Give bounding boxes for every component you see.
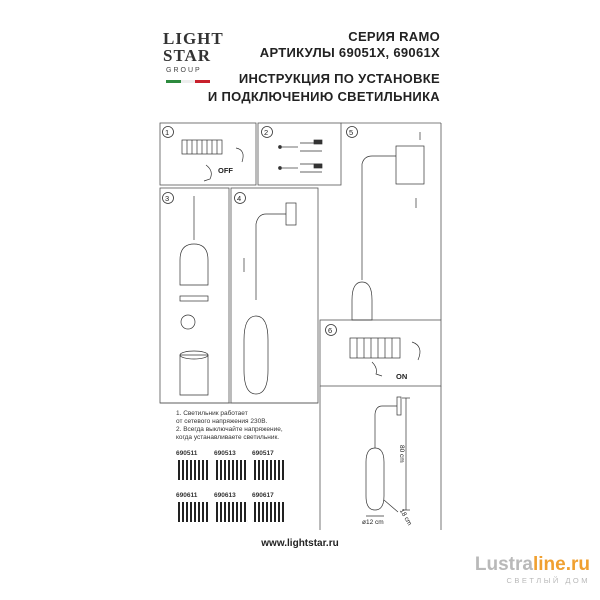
qr-label-690511: 690511 xyxy=(176,450,198,457)
qr-code-690611[interactable] xyxy=(178,502,208,522)
step-number-2: 2 xyxy=(264,128,269,137)
panel-step3-border xyxy=(159,187,230,404)
watermark-text-part2: line.ru xyxy=(532,554,590,575)
italian-flag-icon xyxy=(166,80,211,83)
step-number-3: 3 xyxy=(165,194,170,203)
dimension-diameter: ø12 cm xyxy=(362,519,384,526)
watermark-logo: Lustraline.ru xyxy=(475,554,590,576)
panel-step2-border xyxy=(257,122,342,186)
series-title: СЕРИЯ RAMO xyxy=(348,29,440,44)
qr-label-690613: 690613 xyxy=(214,492,236,499)
note-line-4: когда устанавливаете светильник. xyxy=(176,434,280,441)
qr-code-690617[interactable] xyxy=(254,502,284,522)
qr-label-690513: 690513 xyxy=(214,450,236,457)
step-number-6: 6 xyxy=(328,326,333,335)
logo-text-light: LIGHT xyxy=(163,29,224,48)
step-number-4: 4 xyxy=(237,194,242,203)
instruction-title-line1: ИНСТРУКЦИЯ ПО УСТАНОВКЕ xyxy=(238,71,440,86)
watermark-text-part1: Lustra xyxy=(474,554,533,575)
dimension-height: 80 cm xyxy=(398,445,405,463)
panel-step6-border xyxy=(319,319,442,387)
step-number-5: 5 xyxy=(349,128,354,137)
panel-step1-border xyxy=(159,122,257,186)
off-label: OFF xyxy=(218,166,233,175)
qr-label-690611: 690611 xyxy=(176,492,198,499)
step-number-1: 1 xyxy=(165,128,170,137)
qr-code-690517[interactable] xyxy=(254,460,284,480)
on-label: ON xyxy=(396,372,408,381)
qr-code-690613[interactable] xyxy=(216,502,246,522)
qr-label-690617: 690617 xyxy=(252,492,274,499)
qr-label-690517: 690517 xyxy=(252,450,274,457)
website-link[interactable]: www.lightstar.ru xyxy=(261,538,339,549)
logo-text-star: STAR xyxy=(163,46,212,65)
safety-notes: 1. Светильник работает от сетевого напря… xyxy=(176,410,316,442)
qr-code-690511[interactable] xyxy=(178,460,208,480)
instruction-title-line2: И ПОДКЛЮЧЕНИЮ СВЕТИЛЬНИКА xyxy=(207,89,440,104)
note-line-2: от сетевого напряжения 230В. xyxy=(176,418,268,425)
article-numbers: АРТИКУЛЫ 69051X, 69061X xyxy=(259,45,440,60)
watermark-subtitle: СВЕТЛЫЙ ДОМ xyxy=(506,576,590,585)
logo-text-group: GROUP xyxy=(166,67,202,74)
note-line-1: 1. Светильник работает xyxy=(176,410,248,417)
qr-code-690513[interactable] xyxy=(216,460,246,480)
note-line-3: 2. Всегда выключайте напряжение, xyxy=(176,426,283,433)
